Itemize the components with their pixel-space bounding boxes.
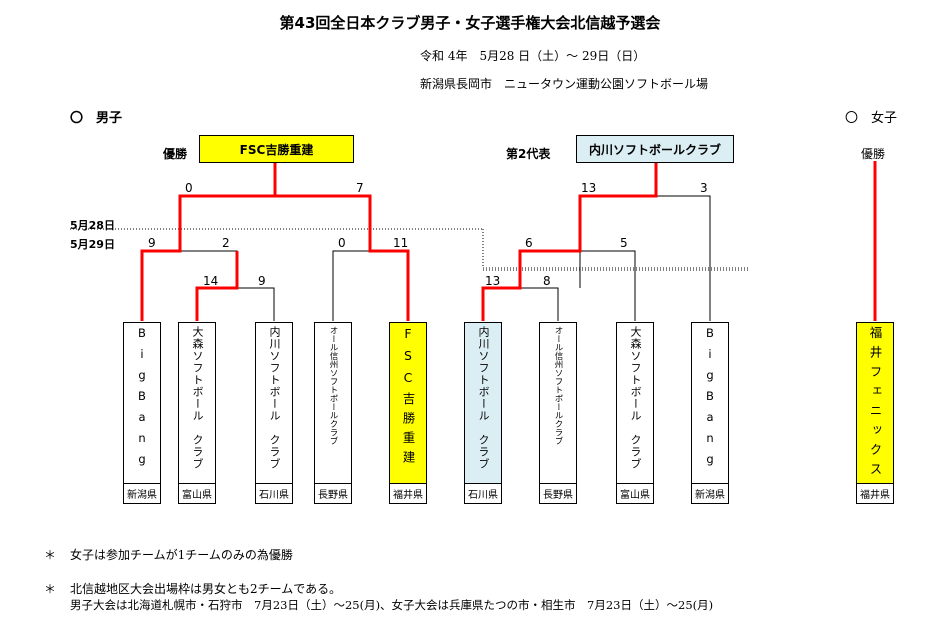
- team-name: BigBang: [135, 326, 149, 473]
- team-name: BigBang: [703, 326, 717, 473]
- team-slot: FSC吉勝重建: [389, 322, 427, 484]
- note-text: 北信越地区大会出場枠は男女とも2チームである。: [70, 582, 342, 596]
- team-name: 大森ソフトボール クラブ: [629, 326, 642, 470]
- team-slot: 大森ソフトボール クラブ: [178, 322, 216, 484]
- score-final2-right: 3: [700, 181, 708, 195]
- event-venue: 新潟県長岡市 ニュータウン運動公園ソフトボール場: [420, 77, 709, 91]
- team-slot: 福井フェニックス: [856, 322, 894, 484]
- women-champion-label: 優勝: [861, 147, 886, 161]
- score-final-left: 0: [185, 181, 193, 195]
- team-slot: オール信州ソフトボールクラブ: [539, 322, 577, 484]
- team-prefecture: 石川県: [464, 484, 502, 504]
- men-section-heading: 〇 男子: [70, 111, 123, 126]
- men-champion-label: 優勝: [163, 147, 188, 161]
- score-qf1-right: 9: [258, 274, 266, 288]
- team-slot: BigBang: [123, 322, 161, 484]
- team-prefecture: 新潟県: [123, 484, 161, 504]
- team-prefecture: 福井県: [389, 484, 427, 504]
- team-prefecture: 石川県: [255, 484, 293, 504]
- team-slot: 内川ソフトボール クラブ: [464, 322, 502, 484]
- men-second-label: 第2代表: [506, 147, 551, 161]
- team-prefecture: 長野県: [314, 484, 352, 504]
- score-qf3-left: 13: [485, 274, 501, 288]
- score-qf3-right: 8: [543, 274, 551, 288]
- team-slot: BigBang: [691, 322, 729, 484]
- team-prefecture: 長野県: [539, 484, 577, 504]
- team-slot: 内川ソフトボール クラブ: [255, 322, 293, 484]
- men-second-box: 内川ソフトボールクラブ: [576, 135, 734, 163]
- team-name: オール信州ソフトボールクラブ: [553, 326, 563, 445]
- score-semi1-left: 9: [148, 236, 156, 250]
- team-prefecture: 福井県: [856, 484, 894, 504]
- team-name: FSC吉勝重建: [400, 326, 416, 470]
- score-final-right: 7: [356, 181, 364, 195]
- team-name: 内川ソフトボール クラブ: [477, 326, 490, 470]
- score-sf3-right: 5: [620, 236, 628, 250]
- men-champion-box: FSC吉勝重建: [199, 135, 354, 163]
- team-prefecture: 富山県: [178, 484, 216, 504]
- team-slot: 大森ソフトボール クラブ: [616, 322, 654, 484]
- team-name: 大森ソフトボール クラブ: [191, 326, 204, 470]
- score-semi1-right: 2: [222, 236, 230, 250]
- event-date: 令和 4年 5月28 日（土）～ 29日（日）: [420, 49, 646, 63]
- page-title: 第43回全日本クラブ男子・女子選手権大会北信越予選会: [279, 14, 661, 32]
- team-name: 福井フェニックス: [867, 326, 883, 482]
- day1-label: 5月28日: [70, 219, 115, 232]
- team-name: オール信州ソフトボールクラブ: [328, 326, 338, 445]
- score-semi2-left: 0: [338, 236, 346, 250]
- women-section-heading: 〇 女子: [845, 111, 898, 126]
- team-slot: オール信州ソフトボールクラブ: [314, 322, 352, 484]
- team-name: 内川ソフトボール クラブ: [268, 326, 281, 470]
- score-final2-left: 13: [581, 181, 597, 195]
- team-prefecture: 新潟県: [691, 484, 729, 504]
- score-sf3-left: 6: [525, 236, 533, 250]
- day2-label: 5月29日: [70, 238, 115, 251]
- note-mark: ＊: [44, 548, 57, 562]
- note-mark: ＊: [44, 582, 57, 596]
- team-prefecture: 富山県: [616, 484, 654, 504]
- score-semi2-right: 11: [393, 236, 409, 250]
- score-qf1-left: 14: [203, 274, 219, 288]
- note-text: 女子は参加チームが1チームのみの為優勝: [70, 548, 293, 562]
- note-text: 男子大会は北海道札幌市・石狩市 7月23日（土）～25(月)、女子大会は兵庫県た…: [70, 598, 714, 612]
